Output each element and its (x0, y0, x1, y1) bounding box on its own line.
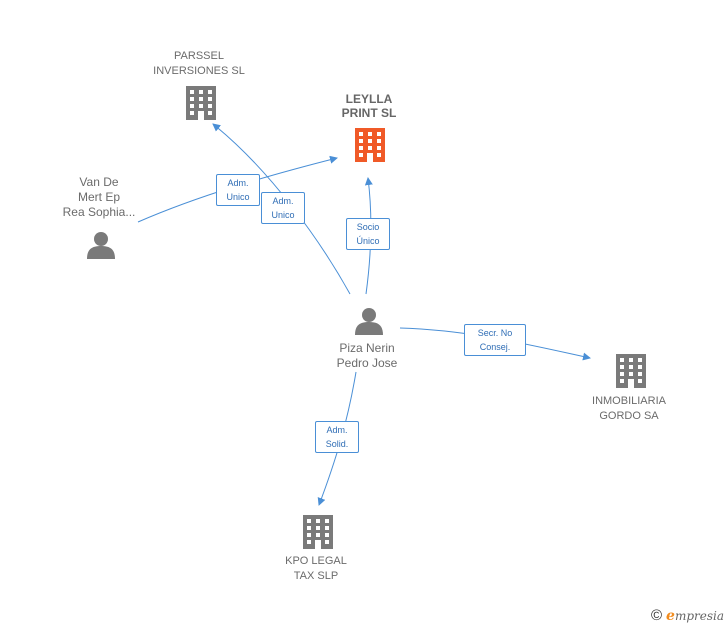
brand-wordmark: empresia (666, 607, 724, 624)
parssel-building-icon[interactable] (186, 86, 216, 120)
edge-label-piza-leylla[interactable]: Socio Único (346, 218, 390, 250)
inmobiliaria-building-icon[interactable] (616, 354, 646, 388)
kpo-label[interactable]: KPO LEGAL TAX SLP (285, 555, 347, 582)
leylla-label[interactable]: LEYLLA PRINT SL (341, 92, 397, 120)
edge-label-piza-parssel[interactable]: Adm. Unico (261, 192, 305, 224)
vandemert-label[interactable]: Van De Mert Ep Rea Sophia... (62, 175, 136, 219)
empresia-brand[interactable]: © empresia (651, 607, 724, 624)
piza-label[interactable]: Piza Nerin Pedro Jose (336, 341, 398, 370)
edge-label-piza-inmobiliaria[interactable]: Secr. No Consej. (464, 324, 526, 356)
piza-person-icon[interactable] (355, 308, 383, 335)
vandemert-person-icon[interactable] (87, 232, 115, 259)
parssel-label[interactable]: PARSSEL INVERSIONES SL (153, 50, 245, 77)
leylla-building-icon[interactable] (355, 128, 385, 162)
edge-label-vandemert-leylla[interactable]: Adm. Unico (216, 174, 260, 206)
kpo-building-icon[interactable] (303, 515, 333, 549)
copyright-icon: © (650, 607, 663, 624)
edge-label-piza-kpo[interactable]: Adm. Solid. (315, 421, 359, 453)
inmobiliaria-label[interactable]: INMOBILIARIA GORDO SA (592, 395, 666, 422)
